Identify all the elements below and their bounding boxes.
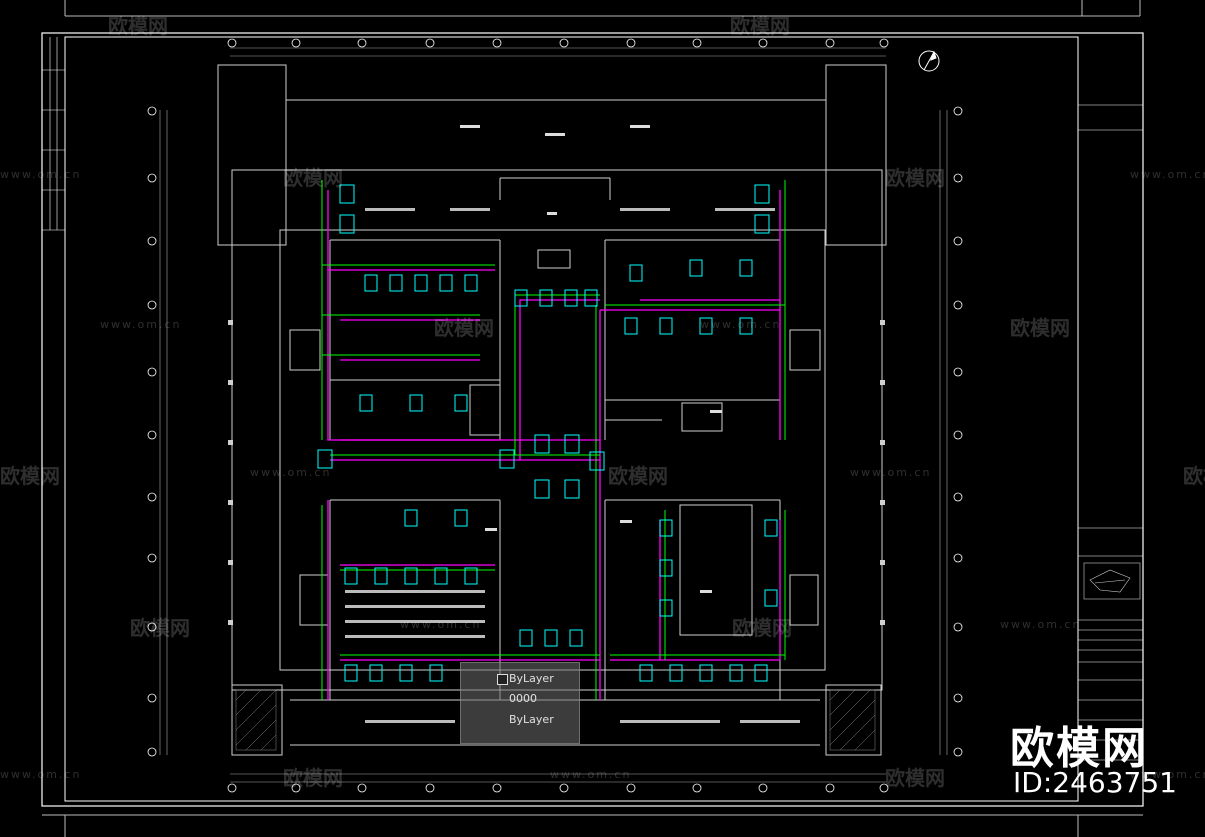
north-arrow-icon bbox=[918, 50, 940, 72]
property-tooltip: ByLayer 0000 ByLayer bbox=[460, 662, 580, 744]
previous-sheet-strip bbox=[64, 0, 1141, 17]
lineweight-value: 0000 bbox=[509, 692, 537, 705]
brand-logo: 欧模网 bbox=[1010, 723, 1148, 774]
hvac-units bbox=[317, 184, 778, 682]
color-value: ByLayer bbox=[509, 672, 554, 685]
room-tags bbox=[460, 125, 722, 593]
grid-axes bbox=[159, 47, 948, 783]
hatched-areas bbox=[235, 689, 876, 751]
structural-columns bbox=[228, 320, 885, 625]
next-sheet-strip bbox=[42, 814, 1143, 837]
key-plan bbox=[1083, 562, 1141, 600]
color-swatch bbox=[497, 674, 508, 685]
ductwork bbox=[327, 190, 781, 700]
brand-id-label: ID:2463751 bbox=[1013, 766, 1177, 799]
sheet-frame bbox=[41, 32, 1144, 807]
linetype-value: ByLayer bbox=[509, 713, 554, 726]
grid-bubbles bbox=[147, 38, 963, 793]
seating-rows bbox=[345, 208, 800, 723]
